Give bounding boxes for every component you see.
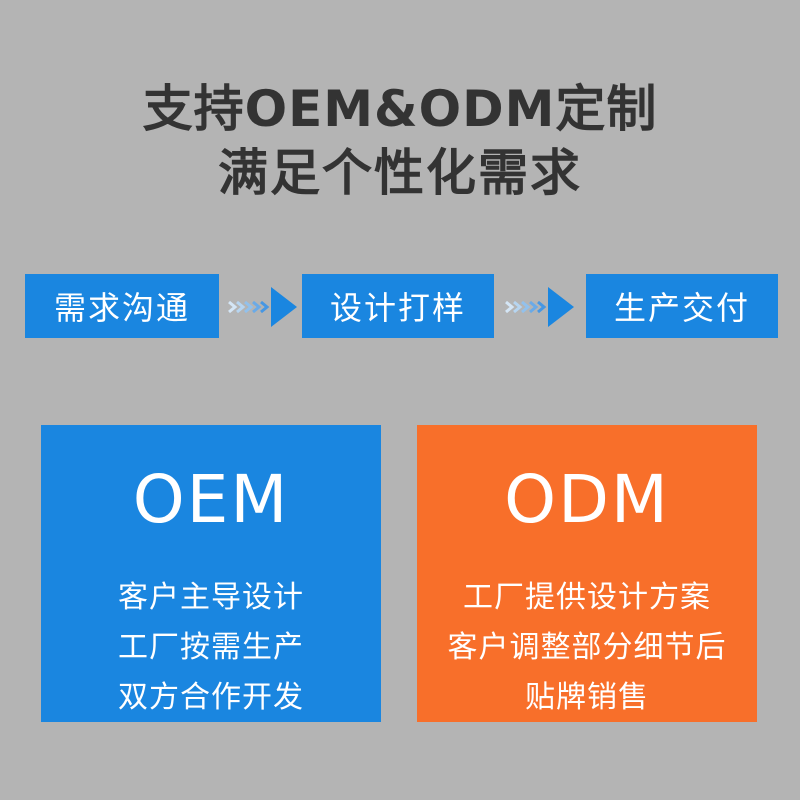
oem-line: 工厂按需生产: [118, 630, 304, 665]
oem-card: OEM 客户主导设计 工厂按需生产 双方合作开发: [41, 425, 381, 722]
oem-title: OEM: [132, 461, 290, 538]
step-requirement-communication: 需求沟通: [25, 274, 219, 338]
odm-line: 贴牌销售: [525, 680, 649, 715]
odm-title: ODM: [504, 461, 670, 538]
odm-line: 工厂提供设计方案: [463, 580, 711, 615]
odm-line: 客户调整部分细节后: [447, 630, 727, 665]
step-production-delivery: 生产交付: [586, 274, 778, 338]
oem-line: 双方合作开发: [118, 680, 304, 715]
chevron-arrow-icon: [228, 287, 297, 327]
odm-card: ODM 工厂提供设计方案 客户调整部分细节后 贴牌销售: [417, 425, 757, 722]
oem-line: 客户主导设计: [118, 580, 304, 615]
step-design-sampling: 设计打样: [302, 274, 494, 338]
headline-line-2: 满足个性化需求: [218, 144, 582, 202]
chevron-arrow-icon: [505, 287, 574, 327]
headline-line-1: 支持OEM&ODM定制: [142, 80, 658, 138]
